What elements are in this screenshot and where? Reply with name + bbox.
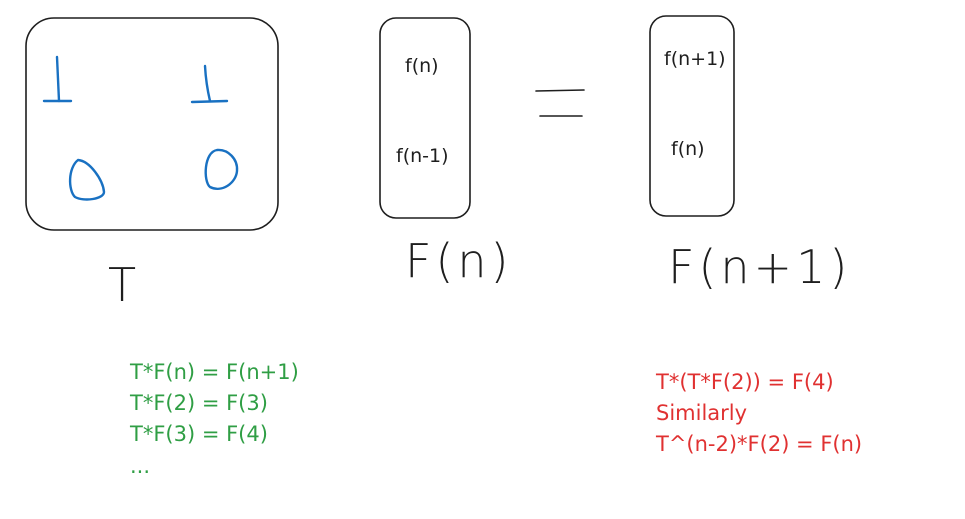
green-note-line-3: T*F(3) = F(4) — [130, 422, 268, 446]
vector-fn1-cell-top: f(n+1) — [664, 48, 726, 70]
vector-fn1-box — [649, 15, 735, 217]
green-note-line-4: ... — [130, 454, 151, 478]
matrix-t-cell-4 — [204, 148, 239, 190]
red-note-line-3: T^(n-2)*F(2) = F(n) — [656, 432, 863, 456]
equals-sign — [535, 89, 585, 117]
matrix-t-cell-2 — [190, 64, 229, 104]
vector-fn1-label: F(n+1) — [668, 240, 852, 294]
vector-fn-label: F(n) — [405, 234, 513, 288]
matrix-t-cell-1 — [42, 55, 73, 103]
red-note-line-2: Similarly — [656, 401, 748, 425]
red-note-line-1: T*(T*F(2)) = F(4) — [656, 370, 834, 394]
matrix-t-cell-3 — [68, 158, 106, 201]
green-note-line-2: T*F(2) = F(3) — [130, 391, 268, 415]
vector-fn-cell-bottom: f(n-1) — [396, 145, 449, 167]
vector-fn-cell-top: f(n) — [405, 55, 439, 77]
matrix-t-box — [25, 17, 279, 231]
matrix-t-label: T — [108, 258, 141, 312]
green-note-line-1: T*F(n) = F(n+1) — [130, 360, 299, 384]
vector-fn-box — [379, 17, 471, 219]
vector-fn1-cell-bottom: f(n) — [671, 138, 705, 160]
